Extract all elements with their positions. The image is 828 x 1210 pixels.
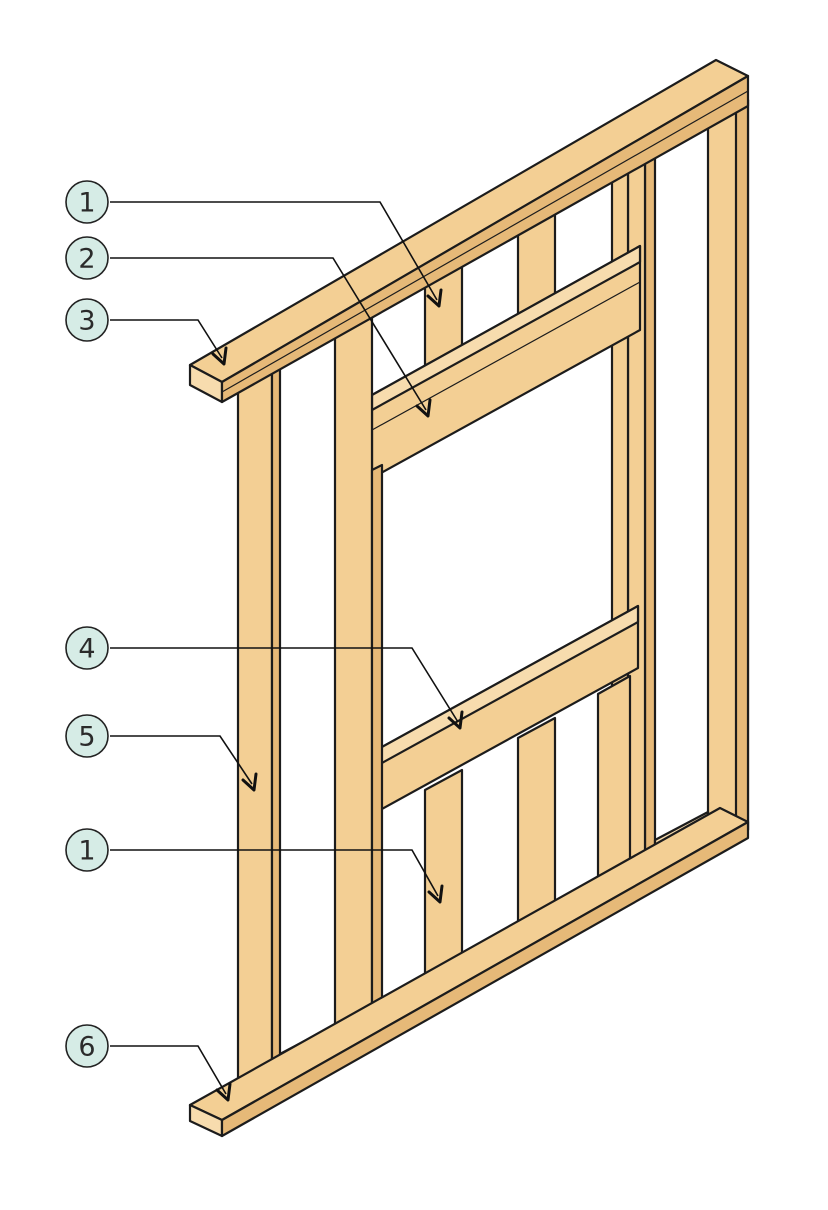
callout-6: 6: [65, 1024, 109, 1068]
end-stud-left-edge: [270, 367, 282, 1102]
leader-4: [110, 647, 459, 723]
callout-4-number: 4: [78, 634, 95, 665]
arrow-1b-icon: [427, 884, 444, 904]
end-stud-left: [236, 371, 274, 1121]
leader-1a: [110, 201, 438, 301]
callout-2: 2: [65, 236, 109, 280]
top-plate-side: [220, 74, 750, 404]
jack-stud-left: [370, 463, 384, 1047]
end-stud-right-edge: [734, 98, 750, 838]
leader-5: [110, 735, 253, 785]
full-stud-right: [643, 149, 657, 887]
callout-1b-number: 1: [78, 836, 95, 867]
bottom-plate-side: [220, 820, 750, 1138]
top-plate: [188, 58, 750, 384]
callout-5: 5: [65, 714, 109, 758]
arrow-3-icon: [211, 346, 228, 366]
leader-2: [110, 257, 427, 411]
leader-3: [110, 319, 223, 359]
callout-3-number: 3: [78, 306, 95, 337]
callout-3: 3: [65, 298, 109, 342]
callout-5-number: 5: [78, 722, 95, 753]
leader-lines: [110, 201, 464, 1102]
wall-frame: [188, 58, 750, 1138]
callout-4: 4: [65, 626, 109, 670]
leader-1b: [110, 849, 439, 897]
callout-6-number: 6: [78, 1032, 95, 1063]
callout-1a-number: 1: [78, 188, 95, 219]
arrow-6-icon: [215, 1082, 232, 1102]
leader-6: [110, 1045, 227, 1095]
arrow-1a-icon: [426, 288, 443, 308]
king-stud-left: [333, 313, 374, 1067]
callout-1b: 1: [65, 828, 109, 872]
callout-2-number: 2: [78, 244, 95, 275]
arrow-2-icon: [415, 398, 432, 418]
callout-1a: 1: [65, 180, 109, 224]
arrow-5-icon: [241, 772, 258, 792]
callouts: 1 2 3 4 5 1 6: [65, 180, 109, 1068]
arrow-4-icon: [447, 710, 464, 730]
